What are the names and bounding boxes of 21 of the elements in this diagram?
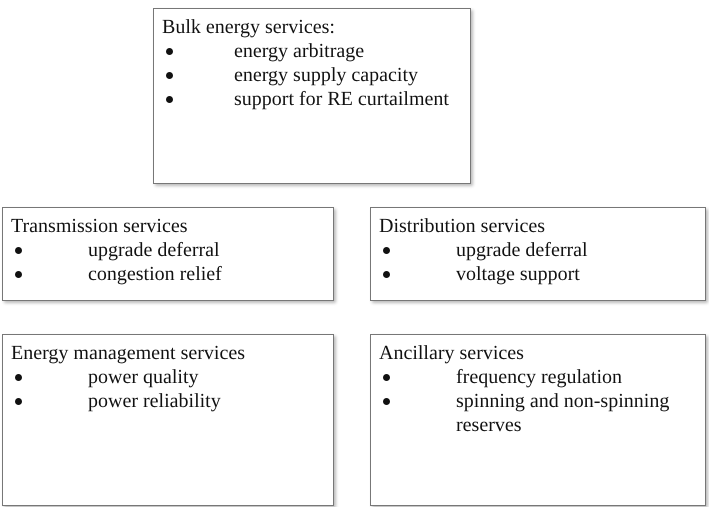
- box-heading: Bulk energy services:: [162, 15, 336, 39]
- list-item-text: upgrade deferral: [88, 238, 221, 262]
- list-item-text: congestion relief: [88, 262, 223, 286]
- list-item-text: upgrade deferral: [456, 238, 589, 262]
- service-box: [370, 207, 706, 301]
- list-item-text: energy arbitrage: [234, 39, 366, 63]
- list-item-text: power quality: [88, 365, 200, 389]
- box-heading: Energy management services: [11, 341, 246, 365]
- box-heading: Distribution services: [379, 214, 546, 238]
- service-box: [2, 334, 334, 506]
- list-item-text: support for RE curtailment: [234, 87, 450, 111]
- service-box: [2, 207, 334, 301]
- service-box: [370, 334, 706, 506]
- list-item-text: spinning and non-spinning reserves: [456, 389, 670, 437]
- list-item-text: frequency regulation: [456, 365, 624, 389]
- list-item-text: energy supply capacity: [234, 63, 420, 87]
- box-heading: Transmission services: [11, 214, 188, 238]
- list-item-text: power reliability: [88, 389, 222, 413]
- box-heading: Ancillary services: [379, 341, 525, 365]
- list-item-text: voltage support: [456, 262, 581, 286]
- service-box: [153, 8, 471, 184]
